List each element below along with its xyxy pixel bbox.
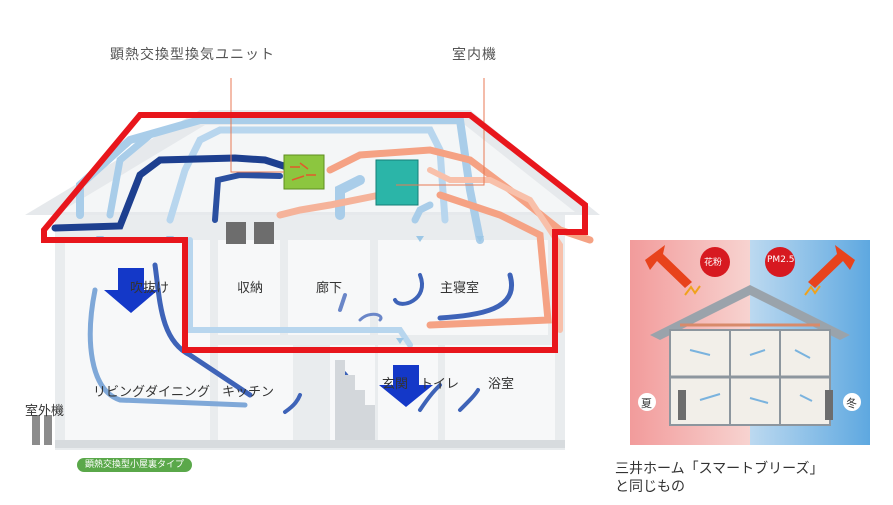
highlight-outline	[41, 112, 588, 353]
outdoor-unit	[32, 415, 52, 445]
label-heat-exchange-unit: 顕熱交換型換気ユニット	[110, 47, 275, 63]
pm25-label: PM2.5	[767, 255, 795, 265]
room-toilet: トイレ	[420, 377, 460, 392]
winter-label: 冬	[846, 397, 857, 410]
room-atrium: 吹抜け	[130, 281, 170, 296]
outward-arrows	[645, 245, 855, 288]
room-hallway: 廊下	[316, 281, 343, 296]
room-bathroom: 浴室	[488, 377, 515, 392]
room-master-bedroom: 主寝室	[440, 281, 480, 296]
room-storage: 収納	[237, 281, 264, 296]
pm25-badge	[765, 247, 795, 277]
room-kitchen: キッチン	[222, 385, 275, 400]
pollen-label: 花粉	[704, 258, 723, 268]
caption-line-1: 三井ホーム「スマートブリーズ」	[615, 461, 824, 477]
label-indoor-unit: 室内機	[452, 47, 497, 63]
heat-exchange-unit	[283, 154, 325, 190]
type-badge: 顕熱交換型小屋裏タイプ	[77, 458, 193, 472]
room-entrance: 玄関	[382, 377, 409, 392]
mini-house	[650, 285, 850, 426]
label-outdoor-unit: 室外機	[25, 404, 65, 419]
pollen-badge	[700, 247, 730, 277]
room-living-dining: リビングダイニング	[93, 385, 211, 400]
indoor-ac-unit	[375, 159, 419, 206]
staircase	[335, 360, 375, 440]
leader-lines	[230, 78, 485, 186]
caption-line-2: と同じもの	[615, 479, 685, 495]
smart-breeze-illustration: 花粉 PM2.5 夏 冬	[630, 240, 870, 445]
blue-arrows	[104, 268, 433, 407]
summer-badge	[638, 393, 656, 411]
summer-label: 夏	[641, 397, 652, 410]
impact-marks	[684, 285, 821, 296]
winter-badge	[843, 393, 861, 411]
